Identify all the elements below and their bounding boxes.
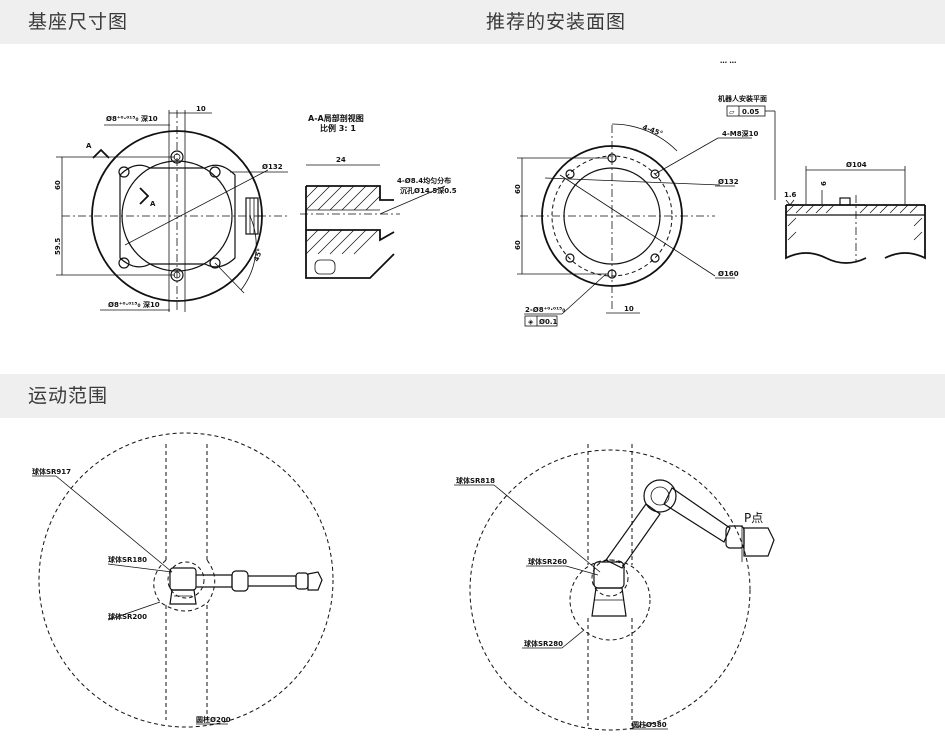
sphere-sr180 <box>167 561 205 599</box>
label-sr180: 球体SR180 <box>108 555 147 564</box>
install-flatness-value: 0.05 <box>742 108 759 116</box>
base-hole <box>209 166 221 178</box>
robot-arm-left <box>169 567 323 605</box>
motion-range-left: 球体SR917 球体SR180 球体SR200 圆柱Ø200 <box>32 432 334 728</box>
header-motion: 运动范围 <box>28 385 109 407</box>
section-title: A-A局部剖视图 <box>308 113 364 123</box>
svg-text:▱: ▱ <box>729 108 735 116</box>
install-position-tol-box <box>524 315 558 327</box>
base-pocket <box>119 164 236 268</box>
section-arrow-mid <box>139 187 150 205</box>
install-dia-160: Ø160 <box>718 270 739 278</box>
install-dim-60-top: 60 <box>514 184 522 194</box>
label-sr260: 球体SR260 <box>528 557 567 566</box>
install-dim-1-6: 1.6 <box>784 191 797 199</box>
label-cyl380: 圆柱Ø380 <box>632 720 667 729</box>
install-surface-drawing: … … 4-45° 4-M8深10 Ø132 Ø160 60 60 2-Ø8⁺⁰… <box>514 57 926 327</box>
robot-arm-right <box>591 479 775 617</box>
section-mark-top: A <box>86 142 92 150</box>
install-flatness-label: 机器人安装平面 <box>718 94 767 103</box>
label-sr917: 球体SR917 <box>32 467 71 476</box>
install-dim-10: 10 <box>624 305 634 313</box>
install-position-tol: Ø0.1 <box>539 318 557 326</box>
install-dia-132: Ø132 <box>718 178 739 186</box>
section-holes-note: 4-Ø8.4均匀分布 <box>397 176 451 185</box>
base-hole <box>118 166 130 178</box>
base-dia-132: Ø132 <box>262 163 283 171</box>
install-hole <box>650 169 660 179</box>
sphere-sr818 <box>469 449 751 731</box>
svg-text:◈: ◈ <box>528 318 534 326</box>
install-angle-45: 4-45° <box>641 123 663 138</box>
install-hole <box>650 253 660 263</box>
label-cyl200: 圆柱Ø200 <box>196 715 231 724</box>
base-dim-10: 10 <box>196 105 206 113</box>
install-top-note: … … <box>720 57 736 65</box>
sphere-sr200 <box>153 559 216 612</box>
base-hole <box>209 257 221 269</box>
install-thread-note: 4-M8深10 <box>722 129 758 138</box>
base-dim-hole-top: Ø8⁺⁰·⁰¹⁵₀ 深10 <box>106 114 158 123</box>
label-sr280: 球体SR280 <box>524 639 563 648</box>
base-angle-arc <box>240 215 257 291</box>
cylinder-200 <box>165 444 208 720</box>
install-dia-104: Ø104 <box>846 161 867 169</box>
label-sr200: 球体SR200 <box>108 612 147 621</box>
base-size-drawing: A A 10 Ø8⁺⁰·⁰¹⁵₀ 深10 Ø8⁺⁰·⁰¹⁵₀ 深10 Ø132 … <box>54 105 457 312</box>
sphere-sr260 <box>591 559 629 597</box>
section-dim-24: 24 <box>336 156 346 164</box>
install-pin-note: 2-Ø8⁺⁰·⁰¹⁵₀ <box>525 306 565 314</box>
install-dim-60-bottom: 60 <box>514 240 522 250</box>
section-scale: 比例 3: 1 <box>320 123 356 133</box>
install-dim-6: 6 <box>820 181 828 186</box>
section-header-motion: 运动范围 <box>0 374 945 418</box>
header-install: 推荐的安装面图 <box>486 11 627 33</box>
section-counterbore-note: 沉孔Ø14.5深0.5 <box>400 186 457 195</box>
base-dim-59-5: 59.5 <box>54 238 62 255</box>
motion-range-right: P点 球体SR818 球体SR260 球体SR280 圆柱Ø380 <box>454 444 775 731</box>
sphere-sr917 <box>38 432 334 728</box>
sphere-sr280 <box>569 559 651 641</box>
base-dim-60: 60 <box>54 180 62 190</box>
base-centerline-diag <box>124 169 269 246</box>
section-mark-mid: A <box>150 200 156 208</box>
header-base-size: 基座尺寸图 <box>28 11 129 33</box>
install-side-section <box>785 195 926 264</box>
install-hole <box>565 253 575 263</box>
base-hole <box>118 257 130 269</box>
label-p-point: P点 <box>744 511 763 525</box>
base-dim-hole-bottom: Ø8⁺⁰·⁰¹⁵₀ 深10 <box>108 300 160 309</box>
section-body <box>300 185 400 279</box>
label-sr818: 球体SR818 <box>456 476 495 485</box>
install-hole <box>565 169 575 179</box>
section-header-top: 基座尺寸图 推荐的安装面图 <box>0 0 945 44</box>
section-arrow-top <box>92 148 110 159</box>
